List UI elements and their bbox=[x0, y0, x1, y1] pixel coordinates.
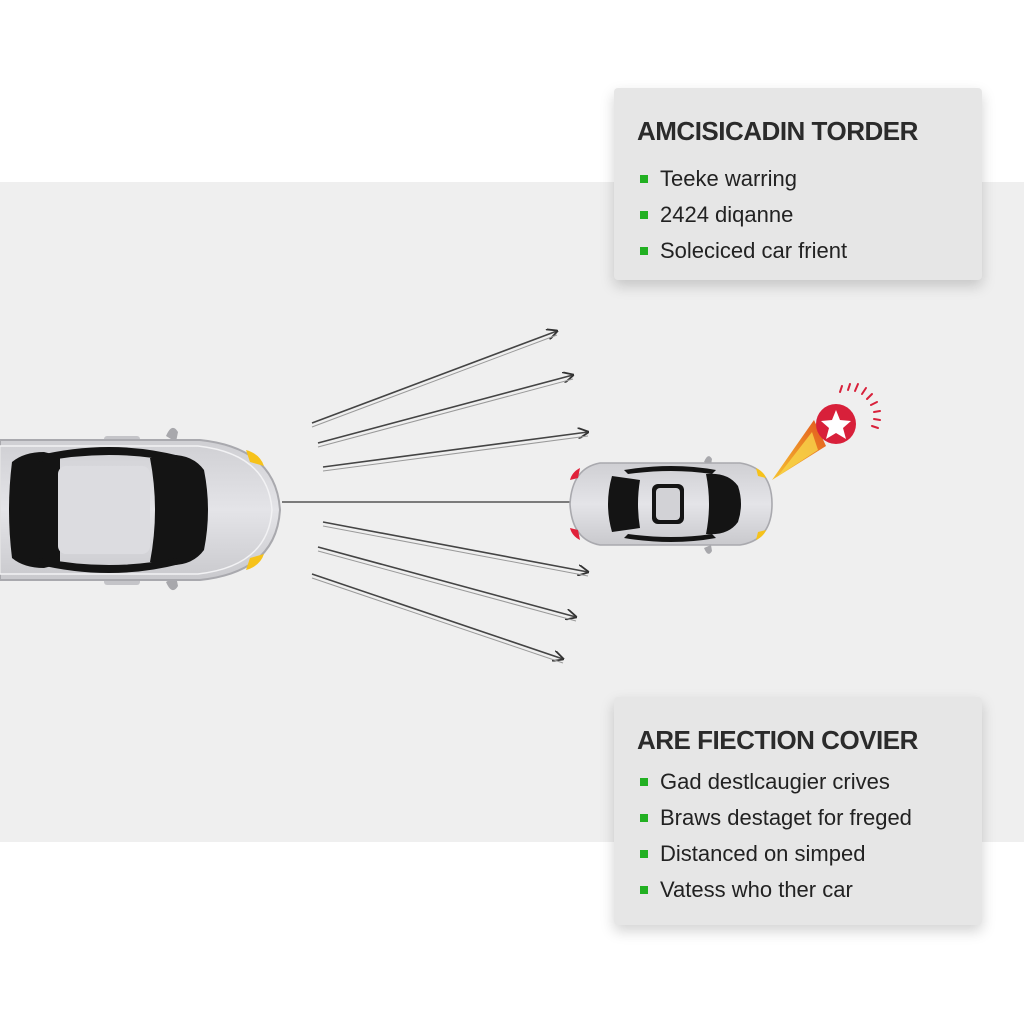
green-square-bullet-icon bbox=[640, 175, 648, 183]
panel-title: AMCISICADIN TORDER bbox=[637, 116, 918, 146]
sensor-line bbox=[322, 432, 588, 468]
sensor-line bbox=[317, 550, 577, 622]
sensor-line bbox=[311, 577, 564, 664]
info-panel-bottom: ARE FIECTION COVIER Gad destlcaugier cri… bbox=[614, 697, 982, 925]
list-item: Braws destaget for freged bbox=[640, 800, 912, 836]
panel-list: Teeke warring 2424 diqanne Soleciced car… bbox=[640, 161, 847, 269]
sensor-line bbox=[311, 331, 557, 424]
list-item-label: Teeke warring bbox=[660, 166, 797, 191]
list-item: Distanced on simped bbox=[640, 836, 912, 872]
sensor-line bbox=[317, 375, 573, 444]
list-item-label: Gad destlcaugier crives bbox=[660, 769, 890, 794]
sensor-lines bbox=[282, 331, 589, 664]
info-panel-top: AMCISICADIN TORDER Teeke warring 2424 di… bbox=[614, 88, 982, 280]
sensor-line bbox=[317, 546, 576, 617]
sensor-line bbox=[311, 334, 558, 428]
list-item: Gad destlcaugier crives bbox=[640, 764, 912, 800]
sensor-line bbox=[311, 573, 563, 659]
green-square-bullet-icon bbox=[640, 778, 648, 786]
list-item: Soleciced car frient bbox=[640, 233, 847, 269]
green-square-bullet-icon bbox=[640, 247, 648, 255]
list-item-label: Braws destaget for freged bbox=[660, 805, 912, 830]
green-square-bullet-icon bbox=[640, 886, 648, 894]
list-item-label: Soleciced car frient bbox=[660, 238, 848, 263]
sensor-line bbox=[322, 521, 588, 572]
panel-title: ARE FIECTION COVIER bbox=[637, 725, 918, 755]
sensor-line bbox=[322, 525, 589, 577]
list-item: Teeke warring bbox=[640, 161, 847, 197]
lead-car bbox=[569, 456, 773, 554]
collision-burst-icon bbox=[772, 383, 881, 480]
green-square-bullet-icon bbox=[640, 211, 648, 219]
panel-list: Gad destlcaugier crives Braws destaget f… bbox=[640, 764, 912, 908]
list-item: Vatess who ther car bbox=[640, 872, 912, 908]
list-item-label: Distanced on simped bbox=[660, 841, 866, 866]
green-square-bullet-icon bbox=[640, 850, 648, 858]
list-item: 2424 diqanne bbox=[640, 197, 847, 233]
list-item-label: 2424 diqanne bbox=[660, 202, 794, 227]
green-square-bullet-icon bbox=[640, 814, 648, 822]
sensor-line bbox=[322, 435, 589, 472]
sensor-line bbox=[317, 378, 574, 448]
following-car bbox=[0, 427, 282, 591]
list-item-label: Vatess who ther car bbox=[660, 877, 853, 902]
